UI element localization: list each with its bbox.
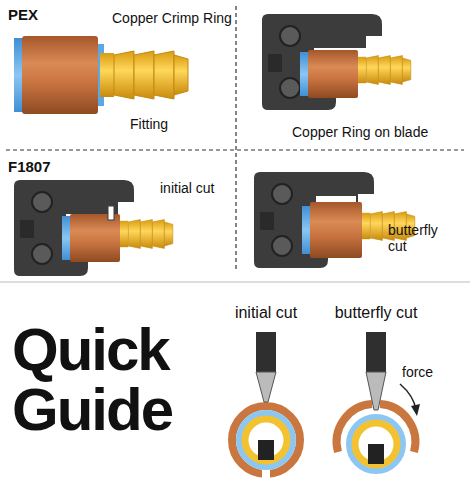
- part-label: PEX: [8, 6, 38, 23]
- part-label: butterfly cut: [335, 304, 418, 322]
- part-label: Copper Ring on blade: [292, 124, 428, 140]
- part-label: F1807: [8, 158, 51, 175]
- part-label: Fitting: [130, 116, 168, 132]
- part-label: butterfly cut: [388, 222, 458, 254]
- guide-title: Quick Guide: [12, 320, 212, 440]
- part-label: force: [402, 364, 433, 380]
- part-label: Copper Crimp Ring: [112, 10, 232, 26]
- part-label: initial cut: [235, 304, 297, 322]
- part-label: initial cut: [160, 180, 230, 196]
